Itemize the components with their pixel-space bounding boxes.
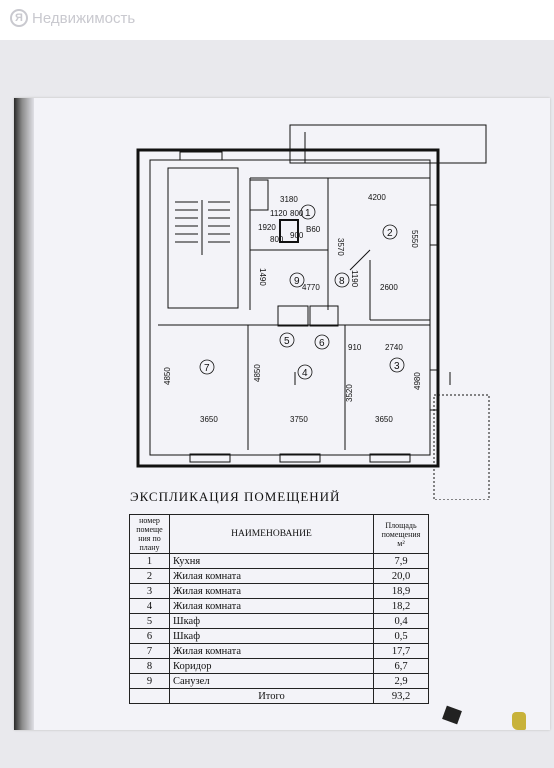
balcony <box>433 394 490 500</box>
total-spacer <box>129 688 170 704</box>
row-area: 6,7 <box>373 658 429 674</box>
row-area: 2,9 <box>373 673 429 689</box>
row-name: Шкаф <box>169 613 374 629</box>
room-number: 8 <box>339 276 345 287</box>
floor-plan: 3180 4200 3570 5550 4770 2600 1190 1490 … <box>136 124 490 500</box>
dim-label: 800 <box>290 209 304 218</box>
window-bottom-1 <box>189 453 231 463</box>
room-number: 4 <box>302 368 308 379</box>
dim-label: 3650 <box>200 415 218 424</box>
total-label: Итого <box>169 688 374 704</box>
stairwell <box>167 167 239 309</box>
window-bottom-3 <box>369 453 411 463</box>
room-number: 6 <box>319 338 325 349</box>
room-number: 3 <box>394 361 400 372</box>
room-number: 9 <box>294 276 300 287</box>
room-number: 2 <box>387 228 393 239</box>
dim-label: 3570 <box>336 238 345 256</box>
row-number: 6 <box>129 628 170 644</box>
dim-label: 3650 <box>375 415 393 424</box>
row-number: 1 <box>129 553 170 569</box>
row-name: Жилая комната <box>169 583 374 599</box>
room-number: 7 <box>204 363 210 374</box>
annex-wall <box>289 124 487 164</box>
room-number: 5 <box>284 336 290 347</box>
row-area: 18,2 <box>373 598 429 614</box>
dim-label: 4850 <box>253 364 262 382</box>
row-name: Жилая комната <box>169 598 374 614</box>
row-number: 4 <box>129 598 170 614</box>
dim-label: 800 <box>270 235 284 244</box>
brand-logo-icon: Я <box>10 9 28 27</box>
dim-label: B60 <box>306 225 321 234</box>
header-name: НАИМЕНОВАНИЕ <box>169 514 374 554</box>
room-number: 1 <box>305 208 311 219</box>
row-number: 5 <box>129 613 170 629</box>
dim-label: 900 <box>290 231 304 240</box>
dim-label: 5550 <box>410 230 419 248</box>
explication-title: ЭКСПЛИКАЦИЯ ПОМЕЩЕНИЙ <box>130 489 341 504</box>
row-area: 20,0 <box>373 568 429 584</box>
row-number: 8 <box>129 658 170 674</box>
dim-label: 4770 <box>302 283 320 292</box>
header-area: Площадь помещения м² <box>373 514 429 554</box>
bath-fixture <box>279 219 299 243</box>
watermark: Я Недвижимость <box>10 9 135 27</box>
dim-label: 1490 <box>258 268 267 286</box>
row-number: 2 <box>129 568 170 584</box>
row-name: Коридор <box>169 658 374 674</box>
dim-label: 910 <box>348 343 362 352</box>
dim-label: 3180 <box>280 195 298 204</box>
row-name: Шкаф <box>169 628 374 644</box>
header-number: номер помеще ния по плану <box>129 514 170 554</box>
stove <box>249 179 269 211</box>
outer-wall <box>136 148 440 468</box>
dim-label: 2740 <box>385 343 403 352</box>
row-area: 0,4 <box>373 613 429 629</box>
row-number: 3 <box>129 583 170 599</box>
closet-6 <box>309 305 339 327</box>
header-bar: Я Недвижимость <box>0 0 554 40</box>
closet-5 <box>277 305 309 327</box>
row-area: 18,9 <box>373 583 429 599</box>
row-area: 0,5 <box>373 628 429 644</box>
dim-label: 3750 <box>290 415 308 424</box>
window-bottom-2 <box>279 453 321 463</box>
row-name: Санузел <box>169 673 374 689</box>
stair-steps <box>175 200 230 255</box>
total-area: 93,2 <box>373 688 429 704</box>
row-name: Жилая комната <box>169 643 374 659</box>
row-name: Жилая комната <box>169 568 374 584</box>
row-number: 7 <box>129 643 170 659</box>
watermark-text: Недвижимость <box>32 9 136 27</box>
window-right-1 <box>429 204 439 246</box>
row-area: 7,9 <box>373 553 429 569</box>
corner-mark <box>512 712 526 730</box>
dim-label: 1190 <box>350 270 359 288</box>
row-area: 17,7 <box>373 643 429 659</box>
table-header-row: номер помеще ния по плану НАИМЕНОВАНИЕ П… <box>129 514 429 554</box>
dim-label: 1920 <box>258 223 276 232</box>
dim-label: 4200 <box>368 193 386 202</box>
row-name: Кухня <box>169 553 374 569</box>
dim-label: 4850 <box>163 367 172 385</box>
row-number: 9 <box>129 673 170 689</box>
dim-label: 2600 <box>380 283 398 292</box>
explication-table: номер помеще ния по плану НАИМЕНОВАНИЕ П… <box>129 514 429 704</box>
dim-label: 1120 <box>270 209 288 218</box>
dim-label: 3520 <box>345 384 354 402</box>
window-top-left <box>179 151 223 161</box>
scan-edge-shadow <box>14 98 34 730</box>
dim-label: 4980 <box>413 372 422 390</box>
